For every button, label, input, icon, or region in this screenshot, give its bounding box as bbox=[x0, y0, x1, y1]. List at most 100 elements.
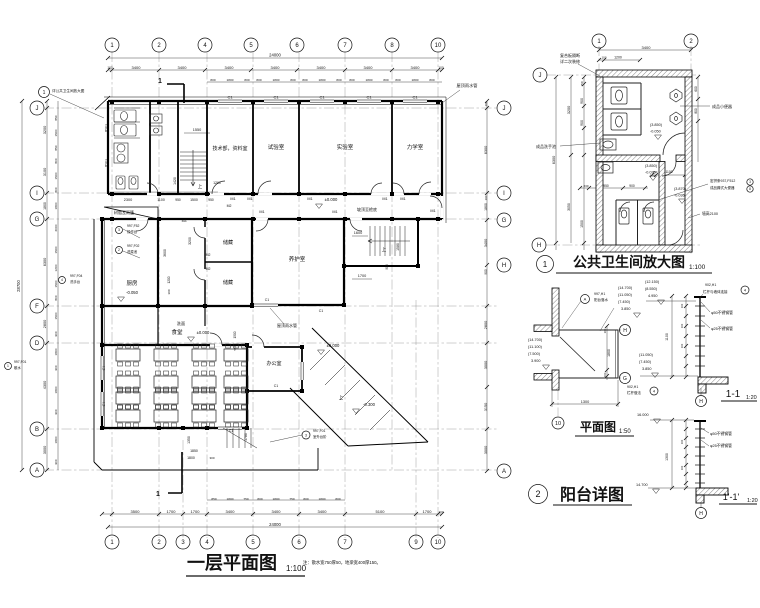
grid-bubble bbox=[591, 33, 607, 49]
label-dim: 100 bbox=[438, 510, 443, 514]
grid-bubble bbox=[289, 37, 305, 53]
dining-tables bbox=[115, 343, 249, 428]
grid-bubble-label: 1 bbox=[110, 43, 114, 49]
label-room-dining: 食堂 bbox=[171, 328, 183, 336]
label-dim: 1800 bbox=[43, 202, 47, 210]
label-dim: 850 bbox=[54, 115, 58, 120]
label-dim: 1800 bbox=[227, 78, 234, 82]
label-door: M1 bbox=[400, 197, 405, 201]
grid-bubble bbox=[29, 185, 45, 201]
grid-bubble bbox=[4, 362, 12, 370]
grid-bubble-label: 4 bbox=[203, 43, 207, 49]
grid-bubble bbox=[291, 534, 307, 550]
label-level: 3.850 bbox=[642, 367, 652, 371]
label-dim: 800 bbox=[302, 78, 307, 82]
label-dim: 1500 bbox=[54, 280, 58, 287]
label-dim: 1800 bbox=[54, 436, 58, 443]
label-dim: 3400 bbox=[364, 65, 374, 70]
label-anno-ref: 902,H1 bbox=[705, 283, 716, 287]
label-dim: 1420 bbox=[173, 177, 177, 185]
grid-bubble bbox=[29, 298, 45, 314]
label-dim: 1700 bbox=[167, 509, 177, 514]
label-level: (7.450) bbox=[618, 300, 631, 304]
grid-bubble-label: 2 bbox=[689, 39, 693, 45]
label-anno-see-restroom: 详公共卫生间放大图 bbox=[52, 88, 85, 93]
label-dim: 3050 bbox=[567, 203, 571, 211]
label-dim: 800 bbox=[694, 108, 698, 114]
label-level: (11.050) bbox=[618, 293, 633, 297]
label-dim: 1200 bbox=[167, 276, 171, 283]
label-dim: 800 bbox=[395, 78, 400, 82]
label-anno-pipe50: φ50不锈钢管 bbox=[711, 310, 733, 315]
grid-bubble-label: 5 bbox=[251, 540, 255, 546]
label-level: -0.035 bbox=[645, 171, 656, 175]
label-dim: 1600 bbox=[354, 231, 362, 235]
label-level: -0.300 bbox=[363, 402, 376, 407]
label-dim: 100 bbox=[603, 328, 607, 333]
grid-bubble-label: H bbox=[623, 328, 627, 334]
grid-bubble bbox=[536, 255, 554, 273]
label-dim: 1800 bbox=[412, 78, 419, 82]
label-dim: 1500 bbox=[54, 172, 58, 179]
grid-bubble bbox=[619, 372, 631, 384]
grid-bubble-label: H bbox=[502, 263, 506, 269]
label-dim: 3400 bbox=[178, 65, 188, 70]
label-anno-ref: 997,F52 bbox=[127, 224, 140, 228]
label-section1p-scale: 1:20 bbox=[747, 498, 758, 504]
label-anno-slope: 坡顶至檐底 bbox=[357, 206, 377, 212]
grid-bubble bbox=[746, 185, 754, 193]
label-dim: 800 bbox=[244, 78, 249, 82]
label-anno-counter: 操作台 bbox=[127, 229, 138, 234]
grid-bubble bbox=[740, 285, 750, 295]
grid-bubble bbox=[38, 86, 50, 98]
grid-bubble-label: G bbox=[502, 218, 507, 224]
label-dim: 1200 bbox=[614, 56, 622, 60]
grid-bubble-label: 10 bbox=[435, 540, 442, 546]
label-dim: 2800 bbox=[43, 320, 47, 328]
restroom-detail bbox=[595, 69, 693, 253]
label-dim: 800 bbox=[54, 187, 58, 192]
label-platform-title: 平面图 bbox=[580, 420, 616, 434]
label-dim: 1800 bbox=[607, 349, 611, 357]
label-dim: 1500 bbox=[190, 198, 198, 202]
label-dim: 24000 bbox=[269, 522, 281, 527]
label-anno-steps: 室外台阶 bbox=[313, 434, 327, 439]
label-dim: 1500 bbox=[54, 312, 58, 319]
label-section-mark: 1 bbox=[158, 78, 162, 85]
dims-layer bbox=[21, 49, 699, 528]
grid-bubble bbox=[496, 185, 512, 201]
grid-bubble-label: G bbox=[35, 217, 40, 223]
grid-bubble-label: 4 bbox=[653, 388, 656, 393]
grid-bubble-label: G bbox=[623, 376, 627, 382]
grid-bubble-label: J bbox=[503, 106, 506, 112]
grid-bubble-label: 1 bbox=[43, 90, 46, 96]
label-dim: 3600 bbox=[163, 249, 167, 257]
grid-bubble-label: 7 bbox=[343, 43, 347, 49]
label-anno-ref: 密拼条937,F512 bbox=[710, 178, 735, 183]
leaders-layer bbox=[49, 63, 710, 443]
label-dim: 150 bbox=[580, 81, 584, 86]
label-window: C1 bbox=[102, 366, 106, 371]
label-window: C1 bbox=[319, 309, 324, 313]
grid-bubble-label: A bbox=[502, 469, 506, 475]
section-1p-1p bbox=[648, 419, 757, 508]
label-window: C1 bbox=[273, 95, 279, 100]
walls-layer bbox=[93, 95, 447, 471]
doors-layer bbox=[135, 180, 443, 348]
label-window: C1 bbox=[412, 95, 418, 100]
label-room-storage1: 储藏 bbox=[223, 239, 233, 246]
label-dim: 750 bbox=[243, 497, 248, 501]
label-room-storage2: 储藏 bbox=[223, 279, 233, 286]
grid-bubble-label: 7 bbox=[343, 540, 347, 546]
label-anno-ref: 997,F01 bbox=[14, 360, 27, 364]
label-dim: 6300 bbox=[552, 156, 556, 164]
grid-bubble-label: 3 bbox=[118, 228, 120, 232]
grid-bubble-label: 1 bbox=[597, 39, 601, 45]
grid-bubble-label: A bbox=[35, 468, 39, 474]
label-level: (11.050) bbox=[639, 353, 654, 357]
label-dim: 100 bbox=[680, 465, 684, 470]
label-dim: 3000 bbox=[484, 361, 488, 369]
